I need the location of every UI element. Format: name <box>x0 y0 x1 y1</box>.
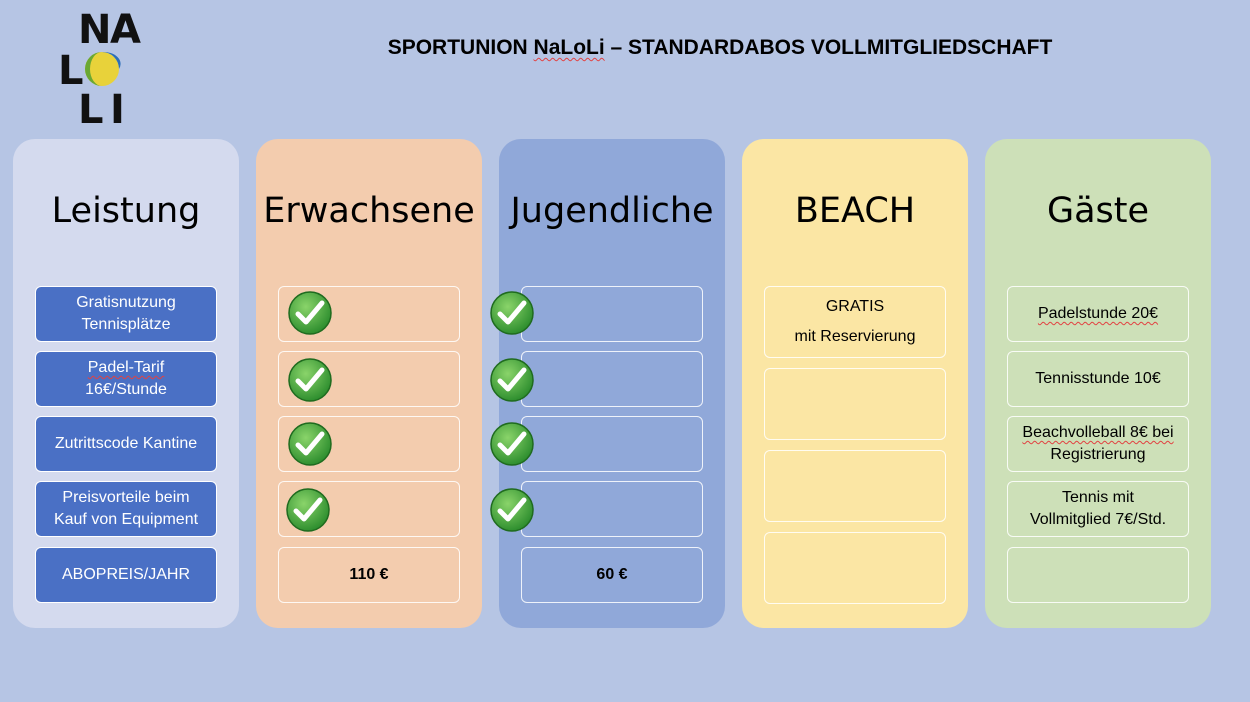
erwachsene-price: 110 € <box>278 547 460 603</box>
column-gaeste: Gäste Padelstunde 20€ Tennisstunde 10€ B… <box>985 139 1211 628</box>
logo-letter-a: A <box>110 7 141 53</box>
check-icon <box>286 488 330 532</box>
column-heading-gaeste: Gäste <box>1046 191 1150 231</box>
gaeste-padelstunde: Padelstunde 20€ <box>1007 286 1189 342</box>
beach-cell-2 <box>764 368 946 440</box>
gaeste-empty-cell <box>1007 547 1189 603</box>
label-zutrittscode: Zutrittscode Kantine <box>35 416 217 472</box>
column-heading-erwachsene: Erwachsene <box>263 191 475 231</box>
tennis-ball-icon <box>85 51 121 86</box>
erwachsene-cell-3 <box>278 416 460 472</box>
erwachsene-cell-4 <box>278 481 460 537</box>
column-heading-jugendliche: Jugendliche <box>510 191 714 231</box>
jugendliche-cell-1 <box>521 286 703 342</box>
jugendliche-cell-3 <box>521 416 703 472</box>
beach-cell-3 <box>764 450 946 522</box>
logo-letter-l: L <box>58 48 84 94</box>
logo-letter-i: I <box>110 87 125 133</box>
column-heading-beach: BEACH <box>794 191 916 231</box>
label-abopreis: ABOPREIS/JAHR <box>35 547 217 603</box>
jugendliche-cell-4 <box>521 481 703 537</box>
column-jugendliche: Jugendliche 60 € <box>499 139 725 628</box>
check-icon <box>288 422 332 466</box>
check-icon <box>490 422 534 466</box>
jugendliche-price: 60 € <box>521 547 703 603</box>
naloli-logo: N A L L I <box>50 8 150 130</box>
check-icon <box>490 291 534 335</box>
logo-letter-l2: L <box>78 87 104 133</box>
title-brand: NaLoLi <box>533 36 605 59</box>
column-heading-leistung: Leistung <box>51 191 201 231</box>
page-title: SPORTUNION NaLoLi – STANDARDABOS VOLLMIT… <box>387 36 1053 59</box>
logo-letter-n: N <box>78 7 112 53</box>
erwachsene-cell-1 <box>278 286 460 342</box>
check-icon <box>288 291 332 335</box>
erwachsene-cell-2 <box>278 351 460 407</box>
beach-cell-4 <box>764 532 946 604</box>
gaeste-tennisstunde: Tennisstunde 10€ <box>1007 351 1189 407</box>
check-icon <box>490 358 534 402</box>
check-icon <box>490 488 534 532</box>
check-icon <box>288 358 332 402</box>
jugendliche-cell-2 <box>521 351 703 407</box>
